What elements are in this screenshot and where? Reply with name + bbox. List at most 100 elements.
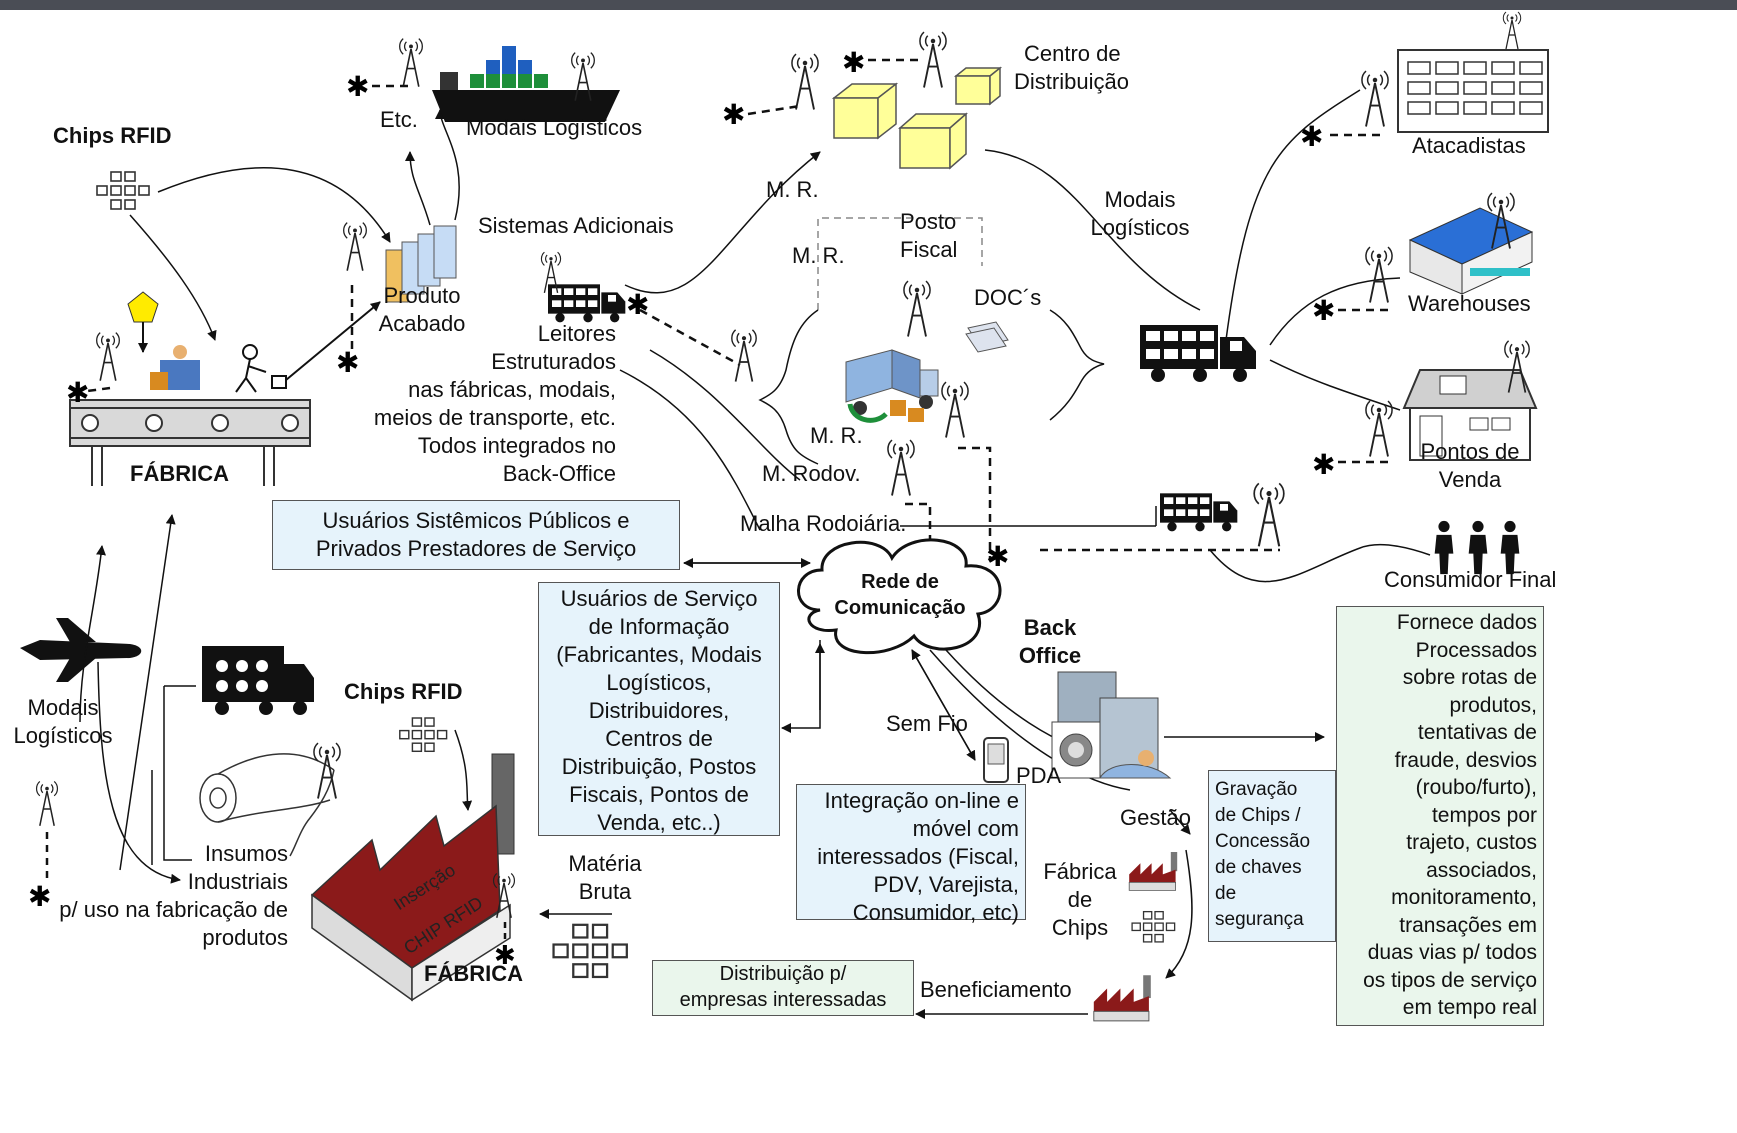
- pda-icon: [983, 737, 1009, 783]
- beneficiamento-label: Beneficiamento: [920, 977, 1072, 1002]
- svg-text:✱: ✱: [626, 289, 649, 320]
- antenna-icon: [1360, 69, 1390, 128]
- fabrica-chips-line-2: de: [1067, 887, 1093, 912]
- modais-right-label-1: Modais: [1104, 187, 1176, 212]
- gestao-label: Gestão: [1120, 805, 1191, 830]
- leitores-line-4: meios de transporte, etc.: [373, 405, 616, 430]
- cloud-icon: [797, 538, 1002, 654]
- chip-icon: [1131, 910, 1176, 943]
- insumos-line-2: Industriais: [187, 869, 288, 894]
- antenna-icon: [342, 221, 368, 272]
- star-marker: ✱: [66, 377, 89, 408]
- m-rodov-label: M. Rodov.: [762, 461, 861, 486]
- materia-label: Matéria: [568, 851, 642, 876]
- leitores-line-2: Estruturados: [491, 349, 616, 374]
- modais-left-label-1: Modais: [27, 695, 99, 720]
- modais-logisticos-ship-label: Modais Logísticos: [466, 115, 643, 140]
- antenna-icon: [902, 279, 932, 338]
- truck-icon: [1140, 325, 1256, 382]
- rede-label-1: Rede de: [861, 571, 939, 593]
- fabrica-chips-line-1: Fábrica: [1043, 859, 1117, 884]
- venda-label: Venda: [1438, 467, 1502, 492]
- svg-text:✱: ✱: [494, 940, 516, 970]
- modais-right-label-2: Logísticos: [1090, 215, 1190, 240]
- insumos-line-3: p/ uso na fabricação de: [59, 897, 288, 922]
- chip-icon: [399, 717, 448, 753]
- server-icon: [1051, 671, 1159, 779]
- distribuicao-label: Distribuição: [1014, 69, 1129, 94]
- posto-label: Posto: [900, 209, 957, 234]
- acabado-label: Acabado: [378, 311, 466, 336]
- back-label: Back: [1023, 615, 1077, 640]
- svg-text:✱: ✱: [986, 541, 1009, 572]
- distribuicao-box: Distribuição p/ empresas interessadas: [652, 960, 914, 1016]
- pontos-de-label: Pontos de: [1420, 439, 1520, 464]
- fabrica-top-label: FÁBRICA: [130, 461, 229, 486]
- gravacao-box: Gravação de Chips / Concessão de chaves …: [1208, 770, 1336, 942]
- house-icon: [1402, 369, 1538, 461]
- usuarios-servico-box: Usuários de Serviço de Informação (Fabri…: [538, 582, 780, 836]
- produto-label: Produto: [383, 283, 461, 308]
- leitores-line-1: Leitores: [537, 321, 616, 346]
- factory-icon: [1093, 974, 1152, 1022]
- conveyor-icon: [69, 399, 311, 486]
- malha-rodoviaria-label: Malha Rodoiária.: [740, 511, 907, 536]
- antenna-icon: [730, 328, 758, 383]
- factory-icon: [1128, 851, 1178, 891]
- insumos-line-1: Insumos: [204, 841, 288, 866]
- rede-label-2: Comunicação: [834, 597, 966, 619]
- person-icon: [235, 344, 287, 393]
- sistemas-adicionais-label: Sistemas Adicionais: [478, 213, 674, 238]
- ship-icon: [432, 46, 620, 122]
- fornece-dados-box: Fornece dados Processados sobre rotas de…: [1336, 606, 1544, 1026]
- antenna-icon: [918, 30, 948, 89]
- antenna-icon: [940, 380, 970, 439]
- rfid-logistics-diagram: ✱ ✱ ✱ ✱ ✱: [20, 10, 1549, 1022]
- mr-label-3: M. R.: [810, 423, 863, 448]
- warehouses-label: Warehouses: [1408, 291, 1531, 316]
- document-icon: [965, 321, 1009, 353]
- centro-label: Centro de: [1024, 41, 1121, 66]
- atacadistas-label: Atacadistas: [1412, 133, 1526, 158]
- airplane-icon: [20, 618, 142, 682]
- fiscal-label: Fiscal: [900, 237, 958, 262]
- factory-icon: [310, 753, 515, 1002]
- paper-roll-icon: [199, 753, 335, 857]
- box-icon: [385, 225, 457, 303]
- mr-label-2: M. R.: [792, 243, 845, 268]
- operator-icon: [1099, 750, 1172, 779]
- svg-text:✱: ✱: [722, 99, 745, 130]
- antenna-icon: [1364, 399, 1394, 458]
- fabrica-bottom-label: FÁBRICA: [424, 961, 523, 986]
- insumos-line-4: produtos: [202, 925, 288, 950]
- building-icon: [1397, 49, 1549, 133]
- svg-text:✱: ✱: [336, 347, 359, 378]
- chips-rfid-top-label: Chips RFID: [53, 123, 172, 148]
- antenna-icon: [1253, 482, 1285, 548]
- mr-label-1: M. R.: [766, 177, 819, 202]
- antenna-icon: [95, 331, 121, 382]
- svg-text:✱: ✱: [346, 71, 369, 102]
- svg-text:✱: ✱: [842, 47, 865, 78]
- truck-icon: [202, 646, 314, 715]
- warehouse-icon: [1408, 207, 1534, 295]
- office-label: Office: [1018, 643, 1082, 668]
- usuarios-sistemicos-box: Usuários Sistêmicos Públicos e Privados …: [272, 500, 680, 570]
- leitores-line-6: Back-Office: [502, 461, 616, 486]
- truck-icon: [1160, 493, 1238, 532]
- chips-rfid-bottom-label: Chips RFID: [344, 679, 463, 704]
- svg-text:✱: ✱: [28, 881, 51, 912]
- delivery-truck-icon: [845, 349, 939, 423]
- truck-icon: [548, 284, 626, 323]
- worker-icon: [150, 345, 200, 390]
- antenna-icon: [398, 37, 424, 88]
- integracao-box: Integração on-line e móvel com interessa…: [796, 784, 1026, 925]
- fabrica-chips-line-3: Chips: [1051, 915, 1109, 940]
- antenna-icon: [886, 438, 916, 497]
- sem-fio-label: Sem Fio: [886, 711, 968, 736]
- chip-icon: [552, 923, 628, 979]
- leitores-line-5: Todos integrados no: [417, 433, 616, 458]
- svg-text:✱: ✱: [1312, 295, 1335, 326]
- antenna-icon: [790, 52, 820, 111]
- pentagon-icon: [127, 291, 159, 323]
